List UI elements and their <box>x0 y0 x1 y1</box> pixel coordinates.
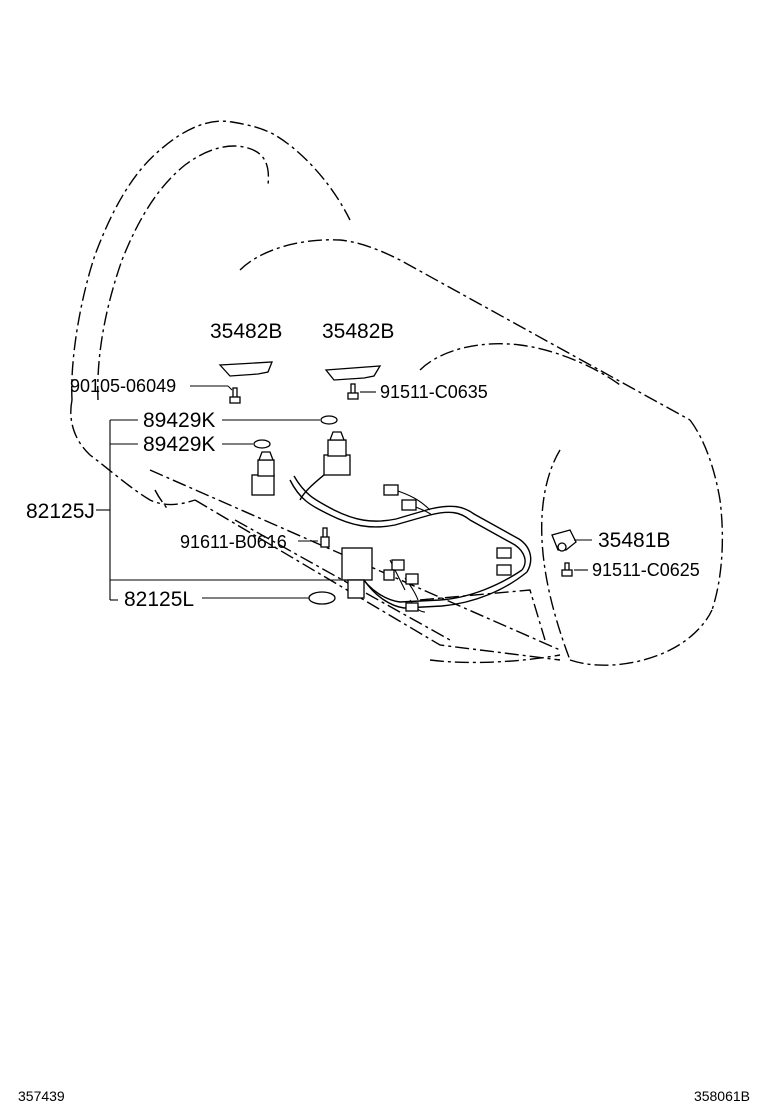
label-35482b-right: 35482B <box>322 320 394 343</box>
bolt-91611 <box>320 527 330 548</box>
leader-lines <box>96 385 592 601</box>
solenoid-right <box>323 431 351 476</box>
label-89429k-top: 89429K <box>143 409 215 432</box>
transmission-outline <box>70 120 724 666</box>
label-82125j: 82125J <box>26 500 95 523</box>
label-91511-c0635: 91511-C0635 <box>380 382 488 402</box>
part-labels: 35482B 35482B 90105-06049 91511-C0635 89… <box>26 320 700 611</box>
solenoid-left <box>251 451 275 496</box>
connectors <box>383 484 512 612</box>
o-ring-82125l <box>308 591 336 605</box>
o-ring-89429k-top <box>320 415 338 425</box>
label-35481b: 35481B <box>598 529 670 552</box>
label-90105-06049: 90105-06049 <box>70 376 176 396</box>
bolt-91511-c0635 <box>347 383 359 400</box>
bolt-91511-c0625 <box>561 562 573 577</box>
bolt-90105 <box>229 387 241 404</box>
bracket-35482b-right <box>324 365 382 381</box>
o-ring-89429k-bottom <box>253 439 271 449</box>
bracket-35481b <box>551 529 577 552</box>
footer-ref-left: 357439 <box>18 1088 65 1104</box>
footer-ref-right: 358061B <box>693 1088 750 1104</box>
bracket-35482b-left <box>218 361 273 377</box>
label-82125l: 82125L <box>124 588 194 611</box>
label-89429k-bottom: 89429K <box>143 433 215 456</box>
sensor-block <box>341 547 373 599</box>
label-35482b-left: 35482B <box>210 320 282 343</box>
label-91511-c0625: 91511-C0625 <box>592 560 700 580</box>
label-91611-b0616: 91611-B0616 <box>180 532 287 552</box>
